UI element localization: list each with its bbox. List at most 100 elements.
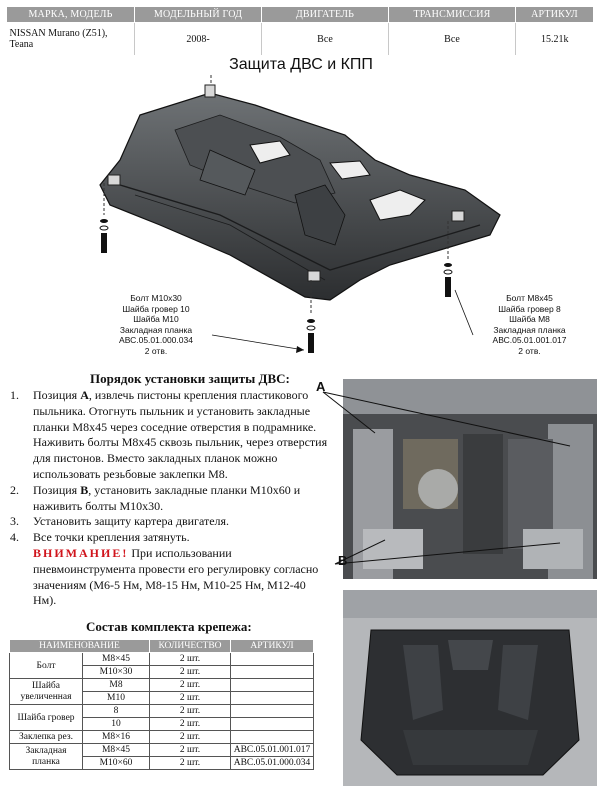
callout-left-line: АВС.05.01.000.034 xyxy=(119,335,193,345)
table-row: Заклепка рез. М8×16 2 шт. xyxy=(9,730,314,744)
item-text: Все точки крепления затянуть. xyxy=(33,530,190,545)
kit-name: Шайба увеличенная xyxy=(9,678,83,705)
kit-name-line: планка xyxy=(32,756,60,767)
kit-article: АВС.05.01.001.017 xyxy=(230,743,314,757)
position-pointers xyxy=(322,391,571,565)
model-cell: NISSAN Murano (Z51), Teana xyxy=(7,23,135,56)
callout-left-line: 2 отв. xyxy=(144,345,168,356)
table-row: 10 2 шт. xyxy=(10,717,314,731)
callout-right-line: 2 отв. xyxy=(518,345,541,356)
item-pre: Позиция xyxy=(33,482,81,497)
article-cell: 15.21k xyxy=(515,22,594,55)
kit-size: М8×45 xyxy=(82,743,150,757)
engine-underside-photo xyxy=(343,379,597,579)
kit-name: Шайба гровер xyxy=(9,704,83,731)
year-cell: 2008- xyxy=(134,22,262,55)
item-number: 4. xyxy=(10,530,19,545)
diagram-title: Защита ДВС и КПП xyxy=(229,56,373,73)
callout-right: Болт М8х45 Шайба гровер 8 Шайба М8 Закла… xyxy=(472,293,587,356)
col-model: МАРКА, МОДЕЛЬ xyxy=(6,6,135,23)
item-pre: Позиция xyxy=(33,388,81,402)
kit-name: Заклепка рез. xyxy=(9,730,83,744)
callout-right-line: Болт М8х45 xyxy=(506,293,553,303)
kit-col-article: АРТИКУЛ xyxy=(230,639,314,653)
warning-note: ВНИМАНИЕ! При использовании пневмоинстру… xyxy=(10,546,330,609)
item-position: В xyxy=(80,482,89,497)
kit-size: 10 xyxy=(82,717,150,731)
callout-right-line: Шайба гровер 8 xyxy=(498,303,561,314)
kit-size: М8×16 xyxy=(82,730,150,744)
kit-qty: 2 шт. xyxy=(149,717,231,731)
kit-name: Закладная планка xyxy=(9,743,83,770)
kit-size: М8×45 xyxy=(82,652,150,666)
kit-article xyxy=(230,691,314,705)
header-table: МАРКА, МОДЕЛЬ МОДЕЛЬНЫЙ ГОД ДВИГАТЕЛЬ ТР… xyxy=(6,6,594,55)
table-row: М10×60 2 шт. АВС.05.01.000.034 xyxy=(10,756,314,770)
col-engine: ДВИГАТЕЛЬ xyxy=(261,6,389,23)
col-article: АРТИКУЛ xyxy=(515,6,594,23)
instruction-item: 4. Все точки крепления затянуть. xyxy=(10,530,330,546)
instruction-item: 1.Позиция А, извлечь пистоны крепления п… xyxy=(10,388,330,483)
kit-qty: 2 шт. xyxy=(149,704,231,718)
kit-table: НАИМЕНОВАНИЕ КОЛИЧЕСТВО АРТИКУЛ Болт М8×… xyxy=(9,639,314,770)
item-number: 3. xyxy=(10,514,19,529)
kit-article xyxy=(230,678,314,692)
kit-size: М10×60 xyxy=(82,756,150,770)
kit-size: М8 xyxy=(82,678,150,692)
engine-cell: Все xyxy=(261,22,389,55)
model-line2: Teana xyxy=(9,39,34,50)
table-row: Закладная планка М8×45 2 шт. АВС.05.01.0… xyxy=(9,743,314,770)
installed-plate-photo xyxy=(343,590,597,786)
instruction-item: 2. Позиция В, установить закладные планки… xyxy=(10,483,330,515)
kit-heading: Состав комплекта крепежа: xyxy=(86,619,252,634)
model-line1: NISSAN Murano (Z51), xyxy=(9,28,108,39)
kit-article xyxy=(230,704,314,718)
kit-qty: 2 шт. xyxy=(149,678,231,692)
kit-size: М10×30 xyxy=(82,665,150,679)
kit-size: 8 xyxy=(82,704,150,718)
kit-qty: 2 шт. xyxy=(149,756,231,770)
kit-qty: 2 шт. xyxy=(149,691,231,705)
kit-name-line: увеличенная xyxy=(20,691,72,702)
callout-left: Болт М10х30 Шайба гровер 10 Шайба М10 За… xyxy=(96,293,216,356)
position-a-label: A xyxy=(316,379,326,394)
warning-text: При использовании пневмоинструмента пров… xyxy=(33,545,319,608)
warning-label: ВНИМАНИЕ! xyxy=(33,545,129,560)
callout-right-line: Шайба М8 xyxy=(509,314,550,324)
kit-name: Болт xyxy=(9,652,83,679)
item-text: , извлечь пистоны крепления пластикового… xyxy=(33,388,328,481)
callout-left-line: Болт М10х30 xyxy=(130,293,182,303)
callout-left-line: Шайба гровер 10 xyxy=(122,303,190,314)
skid-plate-diagram xyxy=(99,75,501,353)
item-number: 2. xyxy=(10,482,19,497)
item-position: А xyxy=(80,388,89,402)
callout-left-line: Закладная планка xyxy=(119,324,193,335)
kit-size: М10 xyxy=(82,691,150,705)
callout-left-line: Шайба М10 xyxy=(133,314,179,324)
table-row: М10×30 2 шт. xyxy=(10,665,314,679)
kit-article xyxy=(230,652,314,666)
item-text: , установить закладные планки М10х60 и н… xyxy=(33,482,301,513)
kit-article: АВС.05.01.000.034 xyxy=(230,756,314,770)
bolt-stack-left-icon xyxy=(99,219,109,253)
item-text: Установить защиту картера двигателя. xyxy=(33,514,230,529)
kit-article xyxy=(230,665,314,679)
kit-qty: 2 шт. xyxy=(149,665,231,679)
callout-right-line: АВС.05.01.001.017 xyxy=(492,335,567,345)
col-transmission: ТРАНСМИССИЯ xyxy=(388,6,516,23)
table-row: Шайба увеличенная М8 2 шт. xyxy=(9,678,314,705)
kit-qty: 2 шт. xyxy=(149,652,231,666)
bolt-stack-bottom-icon xyxy=(306,319,316,353)
bolt-stack-right-icon xyxy=(443,263,453,297)
instructions-list: 1.Позиция А, извлечь пистоны крепления п… xyxy=(10,388,330,609)
col-year: МОДЕЛЬНЫЙ ГОД xyxy=(134,6,262,23)
kit-col-name: НАИМЕНОВАНИЕ xyxy=(9,639,150,653)
table-row: Шайба гровер 8 2 шт. xyxy=(9,704,314,731)
kit-article xyxy=(230,730,314,744)
kit-col-qty: КОЛИЧЕСТВО xyxy=(149,639,231,653)
kit-qty: 2 шт. xyxy=(149,743,231,757)
transmission-cell: Все xyxy=(388,22,516,55)
callout-right-line: Закладная планка xyxy=(493,324,566,335)
instruction-item: 3. Установить защиту картера двигателя. xyxy=(10,514,330,530)
kit-name-line: Шайба xyxy=(32,680,60,691)
